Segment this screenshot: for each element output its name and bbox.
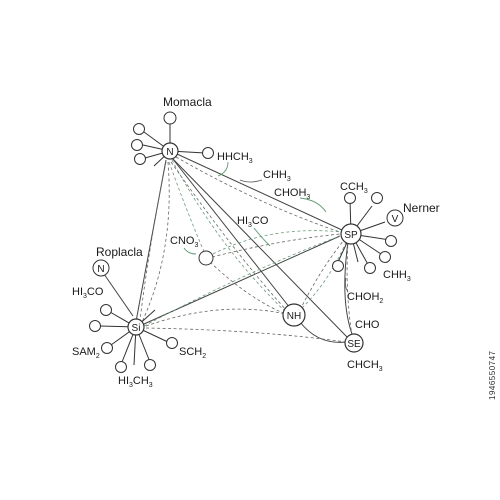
dash-nh-sp-b (301, 241, 347, 309)
label-chch3: CHCH3 (347, 359, 383, 373)
small-n-node (92, 259, 110, 277)
edge-si-sp (143, 235, 341, 325)
si-atom-down-a (115, 361, 127, 373)
edge-n-nh (171, 157, 291, 309)
se-node-group: SE (344, 333, 364, 353)
sp-atom-down (364, 262, 376, 274)
label-chh3: CHH3 (263, 169, 291, 183)
sp-atom-lowright (379, 251, 391, 263)
leader-choh3 (299, 197, 327, 213)
si-atom-lowleft (101, 342, 113, 354)
sp-atom-right (385, 235, 397, 247)
mid-node (198, 250, 214, 266)
si-hub (127, 318, 145, 336)
v-node-label: V (392, 214, 399, 225)
dash-n-si-a (139, 161, 167, 321)
label-choh3: CHOH3 (274, 187, 310, 201)
leader-choh2 (344, 277, 349, 293)
n-atom-right (202, 147, 214, 159)
v-node (386, 209, 404, 227)
sp-atom-top (344, 192, 356, 204)
sp-hub-label: SP (344, 230, 358, 241)
stock-id-text: 1946550747 (488, 350, 497, 401)
label-sam2: SAM2 (72, 346, 100, 360)
sp-hub (340, 223, 362, 245)
n-atom-upleft (133, 123, 145, 135)
edge-si-n-small (103, 273, 134, 317)
label-hi3co-mid: HI3CO (237, 215, 269, 229)
sp-hub-group: V SP (332, 192, 404, 274)
edge-n-sp (176, 153, 343, 231)
label-hi3co-left: HI3CO (72, 286, 104, 300)
label-choh2: CHOH2 (347, 291, 383, 305)
title-roplacla: Roplacla (96, 245, 143, 259)
si-hub-label: Si (132, 323, 141, 334)
nh-hub (282, 303, 306, 327)
dash-si-nh (145, 308, 287, 327)
si-atom-down-b (144, 359, 156, 371)
n-hub (161, 142, 179, 160)
dash-n-sp (175, 156, 341, 233)
n-atom-lowleft (134, 153, 146, 165)
dash-mid-sp (211, 233, 341, 258)
n-atom-left (131, 139, 143, 151)
edge-n-si (134, 159, 167, 328)
edge-n-se (172, 158, 349, 339)
label-chhh3: CHH3 (383, 269, 411, 283)
title-nerner: Nerner (403, 201, 440, 215)
label-hhch3: HHCH3 (217, 151, 253, 165)
nh-node-group: NH (282, 303, 306, 327)
dash-se-sp (346, 241, 353, 337)
dash-n-nh (170, 161, 289, 313)
dash-si-se (145, 327, 347, 343)
sp-atom-downleft (332, 260, 344, 272)
sp-atom-upright (371, 192, 383, 204)
dash-n-si-b (141, 161, 170, 323)
label-sch2: SCH2 (179, 346, 206, 360)
si-atom-right (166, 337, 178, 349)
n-hub-group: N (131, 111, 214, 167)
edge-nh-se (299, 321, 347, 343)
label-leaders (183, 161, 349, 293)
label-cho: CHO (355, 319, 380, 331)
dash-si-sp (143, 235, 341, 327)
label-cch3: CCH3 (340, 181, 368, 195)
si-atom-left (89, 320, 101, 332)
n-atom-top (163, 111, 177, 125)
se-hub (344, 333, 364, 353)
leader-cno3 (183, 247, 197, 255)
si-hub-group: N Si (89, 259, 178, 373)
se-hub-label: SE (347, 339, 361, 350)
stock-id-vertical: 1946550747 (488, 290, 498, 401)
dashed-connections (139, 156, 353, 343)
leader-chh3 (239, 179, 263, 183)
si-atom-upleft (100, 304, 112, 316)
leader-hhch3 (217, 161, 229, 177)
leader-hi3co (253, 227, 271, 247)
dash-n-nh-b (171, 159, 291, 317)
edge-sp-se-curve (344, 241, 353, 335)
solid-connections (103, 153, 353, 343)
title-momacla: Momacla (163, 95, 212, 109)
small-n-node-label: N (97, 264, 104, 275)
dash-mid-nh (209, 261, 289, 316)
n-hub-label: N (166, 147, 173, 158)
dash-n-mid (168, 161, 207, 257)
label-cno3: CNO3 (170, 235, 198, 249)
dash-mid-sp-b (212, 230, 343, 255)
nh-hub-label: NH (287, 311, 301, 322)
label-hi3ch3: HI3CH3 (118, 375, 153, 389)
